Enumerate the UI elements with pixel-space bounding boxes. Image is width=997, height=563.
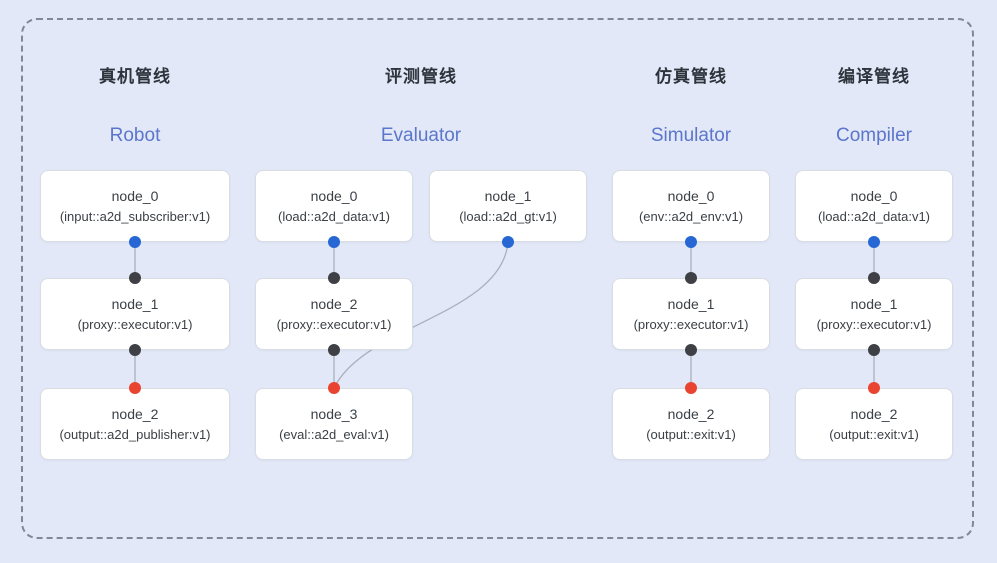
node-type: (input::a2d_subscriber:v1) xyxy=(59,209,211,224)
port-dot xyxy=(868,236,880,248)
node-name: node_0 xyxy=(111,188,159,204)
port-dot xyxy=(328,272,340,284)
node-name: node_0 xyxy=(310,188,358,204)
port-dot xyxy=(129,236,141,248)
node-type: (output::exit:v1) xyxy=(646,427,736,442)
edge-evaluator-node1-node3-curve xyxy=(333,242,509,389)
node-name: node_0 xyxy=(850,188,898,204)
node-box-simulator-node0: node_0 (env::a2d_env:v1) xyxy=(612,170,770,242)
port-dot xyxy=(685,344,697,356)
pipeline-title-en-robot: Robot xyxy=(109,125,161,146)
node-name: node_3 xyxy=(310,406,358,422)
node-box-evaluator-node1: node_1 (load::a2d_gt:v1) xyxy=(429,170,587,242)
node-name: node_0 xyxy=(667,188,715,204)
pipeline-title-en-compiler: Compiler xyxy=(835,125,913,146)
node-box-simulator-node2: node_2 (output::exit:v1) xyxy=(612,388,770,460)
node-box-compiler-node0: node_0 (load::a2d_data:v1) xyxy=(795,170,953,242)
node-type: (load::a2d_data:v1) xyxy=(817,209,931,224)
port-dot xyxy=(868,272,880,284)
node-type: (env::a2d_env:v1) xyxy=(638,209,744,224)
node-type: (output::exit:v1) xyxy=(829,427,919,442)
port-dot xyxy=(328,382,340,394)
pipeline-title-zh-evaluator: 评测管线 xyxy=(385,67,457,86)
node-type: (eval::a2d_eval:v1) xyxy=(279,427,389,442)
node-box-robot-node2: node_2 (output::a2d_publisher:v1) xyxy=(40,388,230,460)
port-dot xyxy=(129,344,141,356)
node-box-evaluator-node0: node_0 (load::a2d_data:v1) xyxy=(255,170,413,242)
node-box-compiler-node1: node_1 (proxy::executor:v1) xyxy=(795,278,953,350)
node-box-compiler-node2: node_2 (output::exit:v1) xyxy=(795,388,953,460)
port-dot xyxy=(685,272,697,284)
port-dot xyxy=(129,382,141,394)
port-dot xyxy=(868,344,880,356)
node-box-robot-node0: node_0 (input::a2d_subscriber:v1) xyxy=(40,170,230,242)
node-name: node_2 xyxy=(111,406,159,422)
node-type: (output::a2d_publisher:v1) xyxy=(59,427,211,442)
pipeline-title-zh-compiler: 编译管线 xyxy=(838,67,910,86)
node-box-simulator-node1: node_1 (proxy::executor:v1) xyxy=(612,278,770,350)
node-type: (load::a2d_data:v1) xyxy=(277,209,391,224)
node-name: node_1 xyxy=(850,296,898,312)
node-name: node_2 xyxy=(850,406,898,422)
port-dot xyxy=(328,236,340,248)
pipeline-title-en-evaluator: Evaluator xyxy=(380,125,462,146)
pipeline-title-en-simulator: Simulator xyxy=(650,125,732,146)
node-name: node_2 xyxy=(310,296,358,312)
node-box-evaluator-node2: node_2 (proxy::executor:v1) xyxy=(255,278,413,350)
port-dot xyxy=(685,382,697,394)
node-name: node_2 xyxy=(667,406,715,422)
node-name: node_1 xyxy=(111,296,159,312)
node-type: (proxy::executor:v1) xyxy=(816,317,932,332)
port-dot xyxy=(685,236,697,248)
dashed-frame xyxy=(21,18,974,539)
node-name: node_1 xyxy=(667,296,715,312)
node-name: node_1 xyxy=(484,188,532,204)
port-dot xyxy=(868,382,880,394)
node-type: (proxy::executor:v1) xyxy=(276,317,392,332)
pipeline-title-zh-robot: 真机管线 xyxy=(99,67,171,86)
node-box-robot-node1: node_1 (proxy::executor:v1) xyxy=(40,278,230,350)
node-box-evaluator-node3: node_3 (eval::a2d_eval:v1) xyxy=(255,388,413,460)
node-type: (proxy::executor:v1) xyxy=(77,317,193,332)
node-type: (load::a2d_gt:v1) xyxy=(459,209,557,224)
node-type: (proxy::executor:v1) xyxy=(633,317,749,332)
port-dot xyxy=(502,236,514,248)
port-dot xyxy=(328,344,340,356)
pipeline-title-zh-simulator: 仿真管线 xyxy=(655,67,727,86)
port-dot xyxy=(129,272,141,284)
